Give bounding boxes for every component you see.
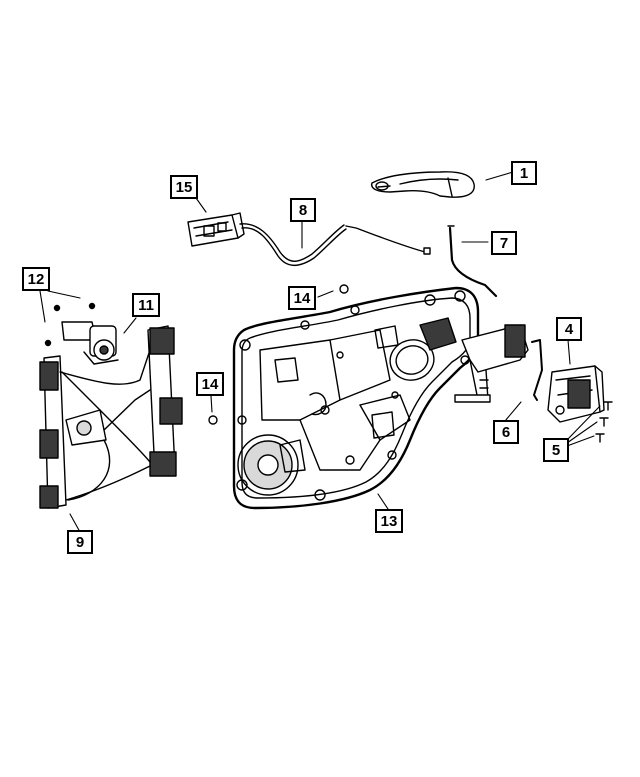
latch-linkage (454, 324, 529, 403)
callout-12: 12 (22, 267, 50, 291)
callout-14-lower: 14 (196, 372, 224, 396)
exterior-door-handle (371, 171, 475, 198)
callout-15: 15 (170, 175, 198, 199)
callout-4: 4 (556, 317, 582, 341)
handle-bracket (187, 212, 245, 247)
callout-7: 7 (491, 231, 517, 255)
callout-8: 8 (290, 198, 316, 222)
latch-rod (531, 339, 543, 401)
latch-screws (595, 401, 613, 443)
window-regulator (39, 325, 183, 509)
lock-rod (447, 225, 498, 298)
callout-13: 13 (375, 509, 403, 533)
callout-5: 5 (543, 438, 569, 462)
motor-fasteners (44, 302, 96, 347)
callout-9: 9 (67, 530, 93, 554)
door-latch (547, 365, 605, 423)
callout-1: 1 (511, 161, 537, 185)
callout-14-upper: 14 (288, 286, 316, 310)
door-module-panel (232, 286, 480, 510)
nut-lower (208, 415, 218, 425)
window-motor (61, 321, 119, 365)
nut-upper (339, 284, 349, 294)
callout-6: 6 (493, 420, 519, 444)
handle-cable (239, 223, 431, 266)
callout-11: 11 (132, 293, 160, 317)
